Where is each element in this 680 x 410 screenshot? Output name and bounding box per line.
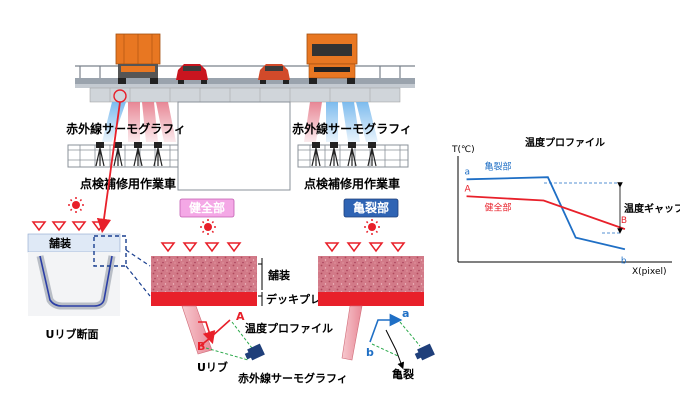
series-line-1 <box>466 195 626 230</box>
deck-plate <box>318 292 424 306</box>
chart-title: 温度プロファイル <box>525 136 605 149</box>
vehicle-label-right: 点検補修用作業車 <box>304 176 400 191</box>
series-start-label-1: A <box>465 184 472 194</box>
series-name-0: 亀裂部 <box>485 160 512 172</box>
camera-tripods-right <box>311 147 377 167</box>
mark-A: A <box>236 310 245 323</box>
healthy-section <box>151 256 265 361</box>
car-red-right <box>258 64 290 84</box>
crack-badge-label: 亀裂部 <box>353 200 389 215</box>
sun-icon <box>364 219 380 235</box>
temperature-profile-chart: 温度プロファイル T(℃) X(pixel) a b 亀裂部 A B 健全部 温度ギャップ <box>451 136 680 277</box>
pavement-label-small: 舗装 <box>48 236 71 250</box>
healthy-badge-label: 健全部 <box>189 200 225 215</box>
truck-right <box>306 33 358 84</box>
bridge-girder <box>89 87 401 103</box>
series-start-label-0: a <box>465 167 471 177</box>
bridge-pier <box>177 101 291 191</box>
heat-arrows <box>31 221 406 253</box>
sun-icons <box>68 197 380 235</box>
infrared-beams <box>102 89 378 142</box>
zoom-arrow <box>96 101 121 234</box>
u-rib-web <box>341 305 363 361</box>
u-rib-label: Uリブ <box>197 360 228 374</box>
thermal-camera-icon <box>414 343 435 361</box>
thermo-label-bottom: 赤外線サーモグラフィ <box>238 371 348 385</box>
sun-icon <box>68 197 84 213</box>
car-red-left <box>176 64 208 84</box>
series-end-label-1: B <box>621 216 627 226</box>
bridge <box>75 65 415 191</box>
healthy-badge <box>179 198 235 218</box>
u-rib-section <box>27 233 151 316</box>
chart-y-label: T(℃) <box>451 145 475 155</box>
vehicle-label-left: 点検補修用作業車 <box>80 176 176 191</box>
thermo-label-left: 赤外線サーモグラフィ <box>66 121 186 136</box>
truck-left <box>115 33 161 84</box>
pavement-layer <box>318 256 424 292</box>
pavement-label: 舗装 <box>267 268 290 282</box>
temp-profile-label: 温度プロファイル <box>245 321 333 335</box>
work-platform-left <box>67 142 179 168</box>
chart-x-label: X(pixel) <box>632 267 667 277</box>
mark-a: a <box>402 307 409 320</box>
zoom-box <box>93 235 127 267</box>
bridge-deck <box>75 78 415 84</box>
gap-label: 温度ギャップ <box>624 202 680 215</box>
work-platform-right <box>297 142 409 168</box>
camera-tripods-left <box>95 147 163 167</box>
series-end-label-0: b <box>621 256 627 266</box>
crack-label: 亀裂 <box>392 367 414 381</box>
pavement-layer <box>151 256 257 292</box>
mark-b: b <box>366 346 374 359</box>
mark-B: B <box>197 340 205 353</box>
thermal-camera-icon <box>244 343 265 361</box>
crack-section <box>318 256 435 370</box>
sun-icon <box>200 219 216 235</box>
crack-badge <box>343 198 399 218</box>
thermo-label-right: 赤外線サーモグラフィ <box>292 121 412 136</box>
series-name-1: 健全部 <box>485 201 512 213</box>
deck-plate <box>151 292 257 306</box>
u-rib-section-label: Uリブ断面 <box>46 327 99 341</box>
